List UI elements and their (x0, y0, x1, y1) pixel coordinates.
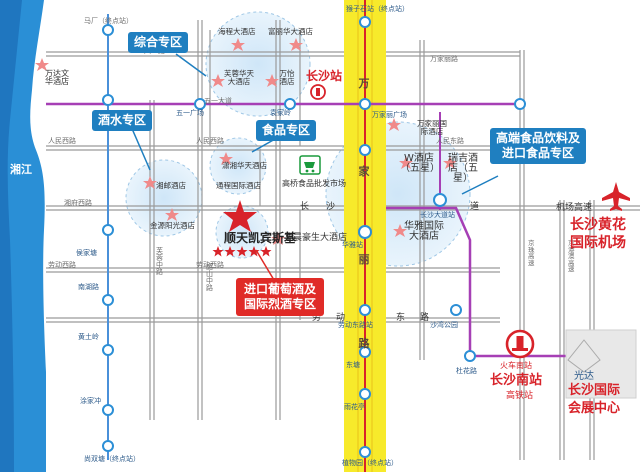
hotel-label: W酒店（五星） (400, 153, 440, 174)
river-label: 湘江 (10, 163, 32, 176)
hotel-label: 万怡酒店 (279, 69, 295, 86)
road-label: 人民东路 (436, 137, 464, 145)
road-label: 人民西路 (196, 137, 224, 145)
station-label: 东塘 (346, 361, 360, 369)
station-label: 黄土岭 (78, 333, 99, 341)
road-label: 机场高速 (556, 203, 593, 213)
callout-gaoduan: 高端食品饮料及 进口食品专区 (490, 128, 587, 164)
road-char: 路 (358, 337, 370, 350)
hotel-label: 华晨豪生大酒店 (284, 233, 348, 243)
station-label: 沙湾公园 (430, 321, 458, 329)
cs-station-label: 长沙站 (306, 69, 343, 83)
hotel-label: 湘邮酒店 (156, 181, 186, 190)
road-label: 动 (336, 313, 346, 323)
station-label: 袁家岭 (270, 109, 291, 117)
road-label: 劳 (312, 313, 322, 323)
station-label: 植物园（终点站） (342, 459, 398, 467)
station-label: 尚双塘（终点站） (84, 455, 140, 463)
pointer-jiushui (129, 123, 151, 171)
cart-icon (299, 155, 321, 175)
pointer-zonghe (175, 53, 207, 77)
callout-putao-line1: 进口葡萄酒及 (244, 282, 317, 296)
road-label: 芙蓉中路 (156, 247, 163, 276)
south-station-sub: 高铁站 (506, 391, 534, 401)
airport-label-2: 国际机场 (570, 235, 626, 251)
road-label: 路 (420, 313, 430, 323)
hotel-label: 通程国际酒店 (216, 181, 261, 190)
hotel-label: 金源阳光酒店 (150, 221, 195, 230)
callout-gaoduan-line2: 进口食品专区 (502, 146, 575, 160)
callout-zonghe: 综合专区 (128, 32, 189, 53)
hotel-stars (35, 38, 457, 245)
airport-label-1: 长沙黄花 (570, 217, 626, 233)
convention-label-1: 长沙国际 (568, 383, 621, 398)
road-label: 东 (396, 313, 406, 323)
zone-zonghe (205, 11, 311, 117)
road-label: 劳动西路 (48, 261, 76, 269)
road-char: 丽 (358, 253, 370, 266)
hotel-label: 芙蓉华天大酒店 (224, 69, 254, 86)
airplane-icon (602, 182, 630, 211)
road-label: 京珠高速 (528, 239, 535, 267)
road-label: 湘府西路 (64, 199, 92, 207)
river-shade (0, 0, 22, 472)
road-label: 韶山中路 (206, 263, 213, 292)
road-label: 万家丽路 (430, 55, 458, 63)
road-label: 沙 (326, 202, 336, 212)
callout-jiushui: 酒水专区 (92, 110, 153, 131)
station-label: 万家丽广场 (372, 111, 407, 119)
pointer-gaoduan (461, 175, 499, 195)
station-label: 涂家冲 (80, 397, 101, 405)
road-label: 人民西路 (48, 137, 76, 145)
market-label: 高桥食品批发市场 (282, 179, 346, 188)
hotel-label: 万达文华酒店 (45, 69, 69, 86)
railway-icon-cs (310, 84, 326, 100)
railway-icon-south (505, 329, 535, 359)
station-label: 杜花路 (456, 367, 477, 375)
station-label: 长沙大道站 (420, 211, 455, 219)
callout-putao: 进口葡萄酒及 国际烈酒专区 (236, 278, 325, 316)
hotel-label: 潇湘华天酒店 (222, 161, 267, 170)
road-label: 马厂（终点站） (84, 17, 133, 25)
hotel-label: 富丽华大酒店 (268, 27, 313, 36)
convention-label-2: 会展中心 (568, 401, 621, 416)
south-station-label: 长沙南站 (490, 373, 543, 388)
hotel-label: 万家丽国际酒店 (417, 119, 447, 136)
hotel-label: 瑞吉酒店（五星） (448, 153, 478, 184)
metro-line-purple-2 (386, 206, 584, 358)
station-label: 五一广场 (176, 109, 204, 117)
road-label: 长 (300, 202, 310, 212)
road-label: 京港澳高速 (568, 239, 575, 273)
road-label: 五一大道 (204, 97, 232, 105)
station-label: 劳动东路站 (338, 321, 373, 329)
road-label: 劳动西路 (196, 261, 224, 269)
hotel-label: 华雅国际大酒店 (404, 221, 444, 242)
station-label: 雨花亭 (344, 403, 365, 411)
pointer-putao (255, 249, 275, 281)
hotel-label: 海程大酒店 (218, 27, 256, 36)
guangda-label: 光达 (574, 371, 594, 382)
road-char: 家 (358, 165, 370, 178)
station-label: 南湖路 (78, 283, 99, 291)
venue-star (223, 200, 257, 232)
station-label: 猴子石站（终点站） (346, 5, 409, 13)
south-station-small: 火车南站 (500, 361, 532, 370)
convention-block (565, 329, 637, 399)
callout-shipin: 食品专区 (256, 120, 317, 141)
callout-putao-line2: 国际烈酒专区 (244, 297, 317, 311)
station-label: 侯家塘 (76, 249, 97, 257)
station-label: 华雅站 (342, 241, 363, 249)
road-char: 万 (358, 77, 370, 90)
road-label: 道 (470, 202, 480, 212)
venue-label: 顺天凯宾斯基 (224, 231, 297, 245)
venue-mini-stars (212, 246, 272, 257)
callout-gaoduan-line1: 高端食品饮料及 (496, 131, 581, 145)
